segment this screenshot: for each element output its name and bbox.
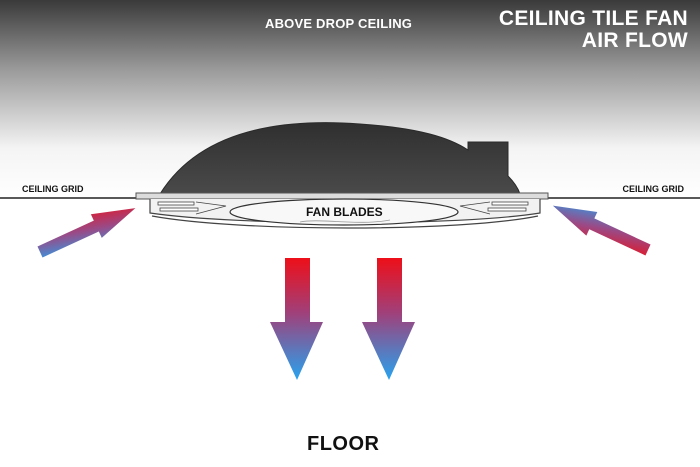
grille-bottom-edge xyxy=(151,215,539,229)
ceiling-grid-label-left: CEILING GRID xyxy=(22,184,84,194)
downflow-arrow-right xyxy=(362,258,415,380)
downflow-arrow-left xyxy=(270,258,323,380)
inflow-arrow-left xyxy=(37,208,136,258)
fan-blades xyxy=(229,198,459,226)
diagram-title: CEILING TILE FAN AIR FLOW xyxy=(499,8,688,52)
title-line-2: AIR FLOW xyxy=(581,29,688,52)
ceiling-grid-label-right: CEILING GRID xyxy=(622,184,684,194)
title-line-1: CEILING TILE FAN xyxy=(498,7,688,30)
fan-blade-detail xyxy=(299,219,391,223)
mounting-flange xyxy=(135,192,549,200)
inflow-arrow-right xyxy=(552,205,651,256)
fan-blades-label: FAN BLADES xyxy=(306,205,383,219)
floor-label: FLOOR xyxy=(307,433,380,455)
fan-housing xyxy=(159,122,521,195)
left-vent xyxy=(157,201,227,215)
above-drop-ceiling-label: ABOVE DROP CEILING xyxy=(265,16,413,31)
right-vent xyxy=(459,201,529,215)
